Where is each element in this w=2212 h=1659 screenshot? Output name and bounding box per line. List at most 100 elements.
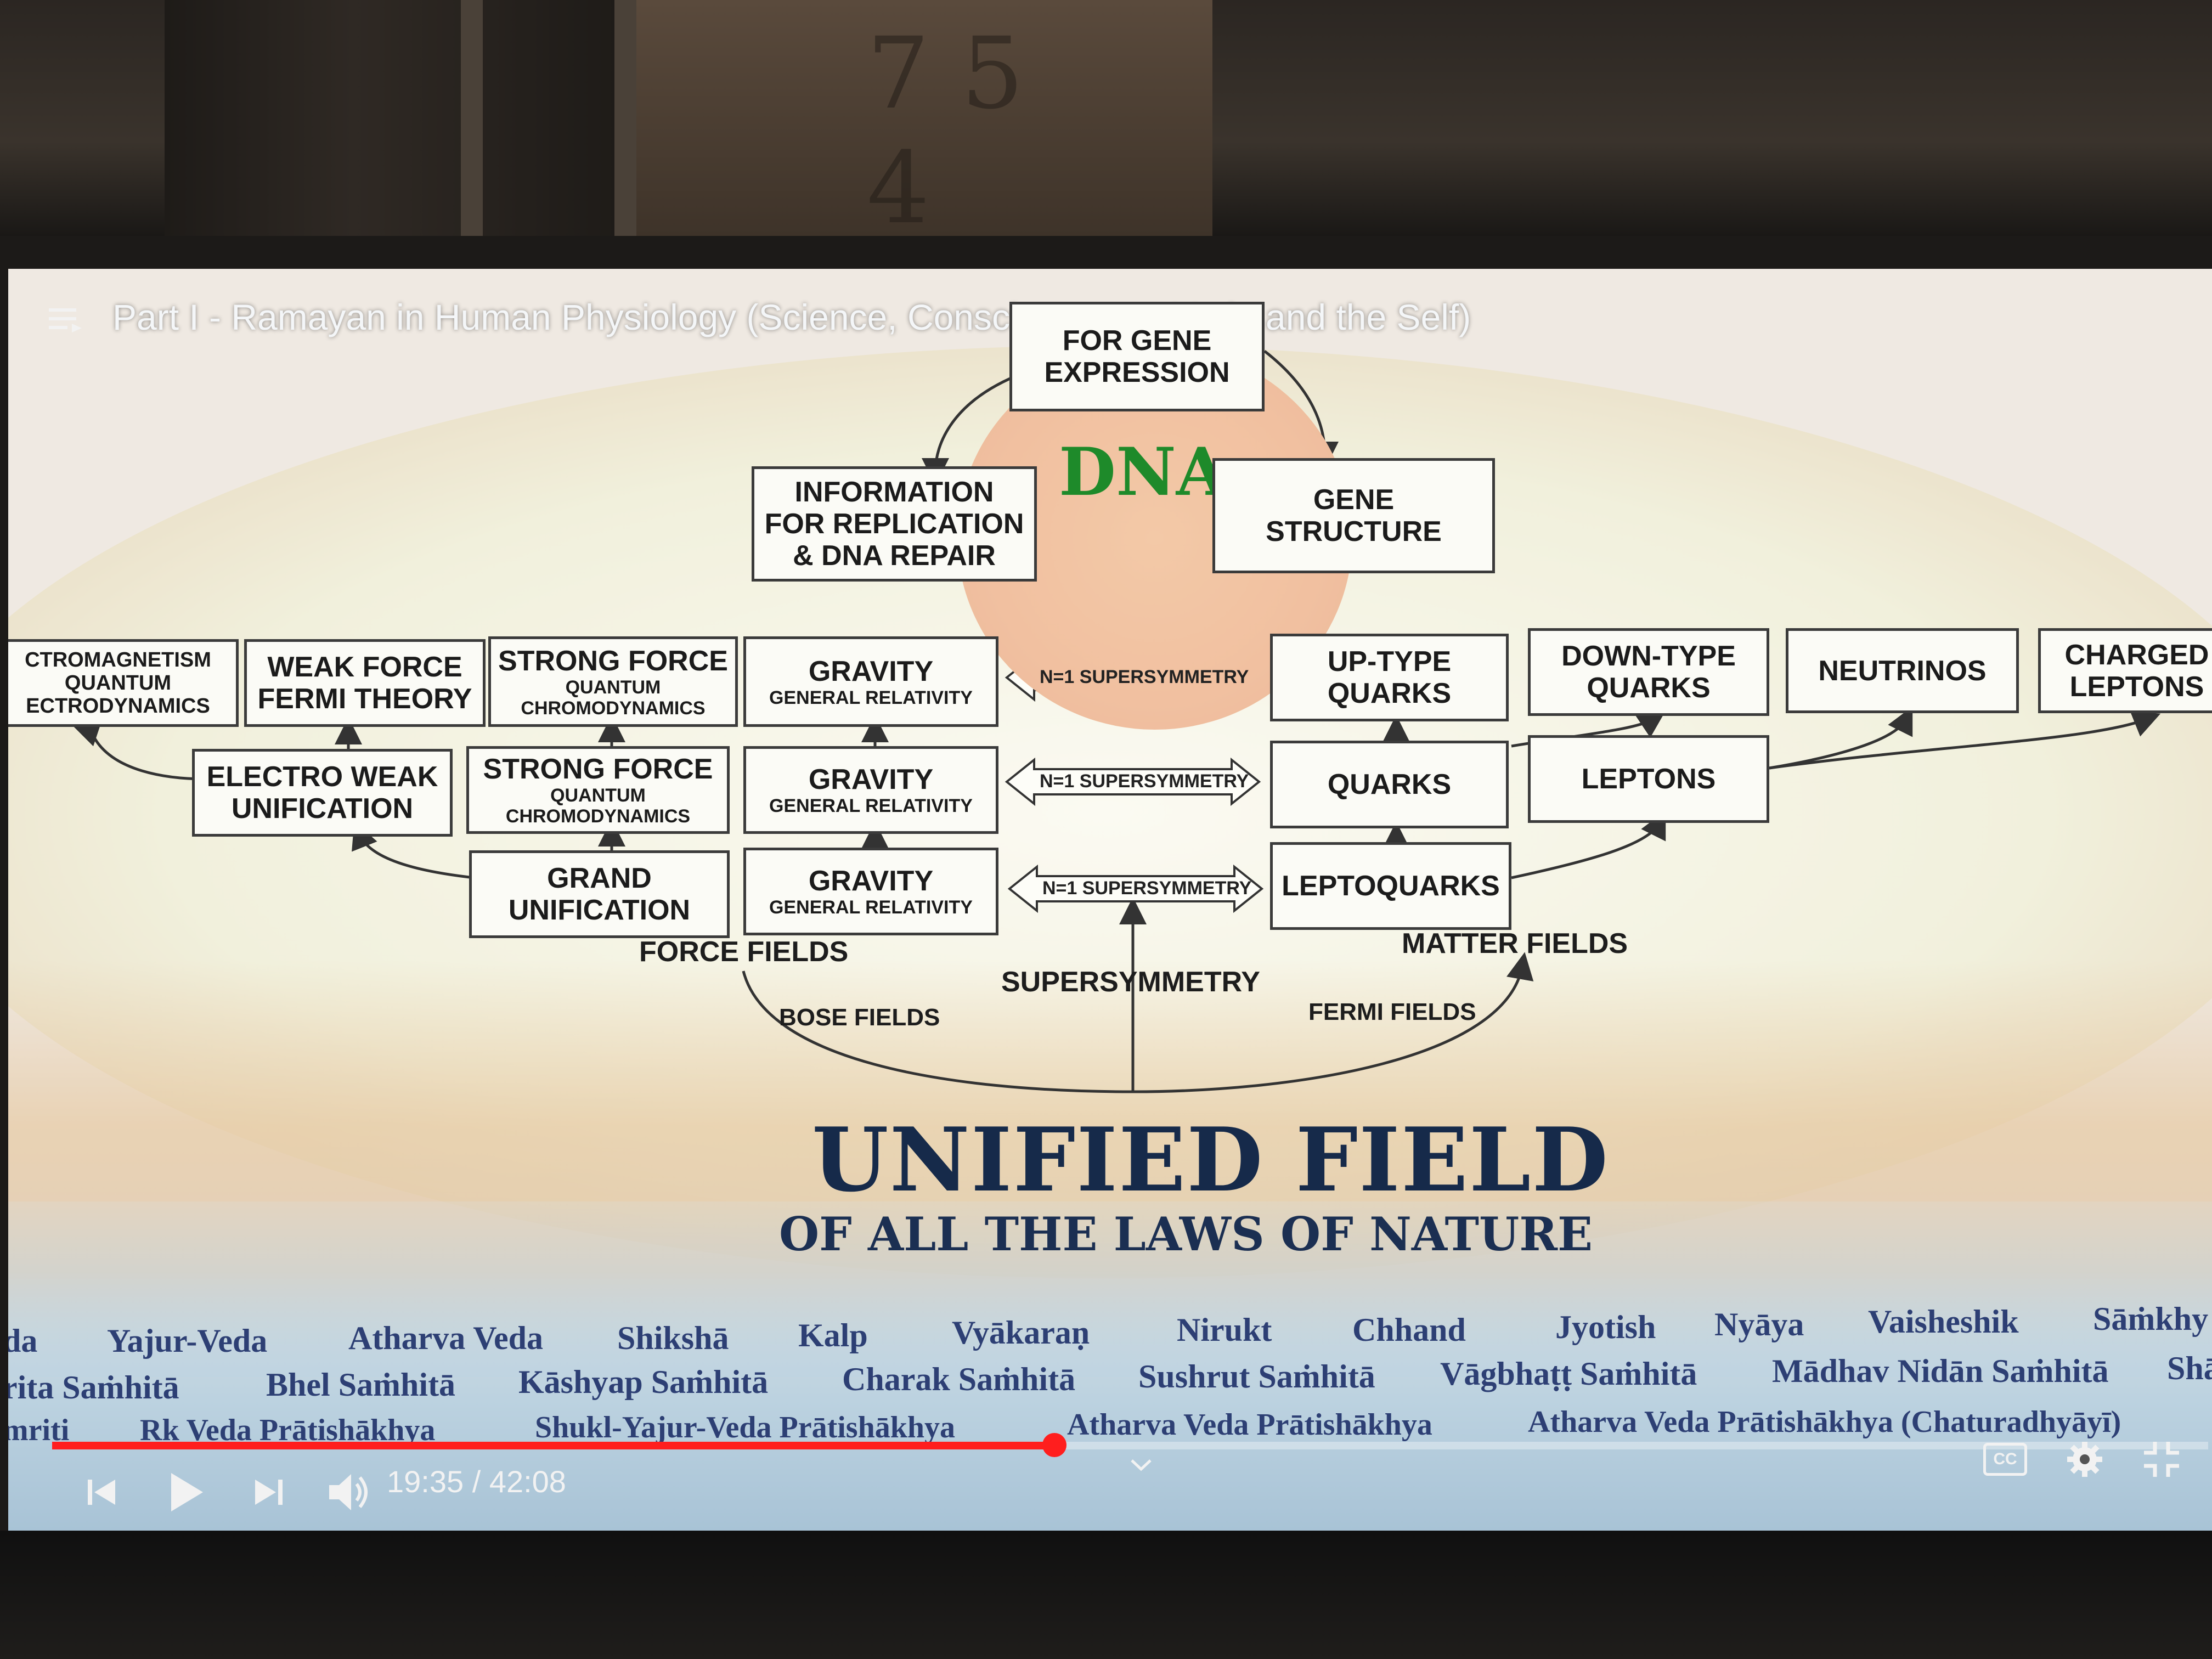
gear-icon[interactable] — [2063, 1437, 2107, 1481]
veda-item: Shikshā — [617, 1320, 729, 1356]
veda-item: Chhand — [1352, 1312, 1466, 1348]
neutrinos-box: NEUTRINOS — [1786, 628, 2019, 713]
gravity-box-1: GRAVITY GENERAL RELATIVITY — [743, 636, 998, 727]
charged-leptons-box: CHARGED LEPTONS — [2038, 628, 2212, 713]
em-line1: CTROMAGNETISM — [25, 648, 211, 672]
desk-surface — [0, 1531, 2212, 1659]
em-line3: ECTRODYNAMICS — [26, 695, 210, 718]
weak-force-box: WEAK FORCE FERMI THEORY — [244, 639, 486, 727]
veda-item: Charak Saṁhitā — [842, 1361, 1076, 1397]
veda-item: da — [8, 1323, 38, 1359]
veda-item: Shukl-Yajur-Veda Prātishākhya — [535, 1410, 956, 1444]
veda-item: Kāshyap Saṁhitā — [518, 1364, 769, 1400]
uptype-line2: QUARKS — [1327, 678, 1452, 709]
leptons-box: LEPTONS — [1528, 735, 1769, 823]
unified-field-subtitle: OF ALL THE LAWS OF NATURE — [779, 1207, 1593, 1261]
neutrinos-label: NEUTRINOS — [1818, 654, 1987, 687]
strong-force-box: STRONG FORCE QUANTUM CHROMODYNAMICS — [488, 636, 738, 727]
gene-structure-line1: GENE — [1313, 484, 1395, 516]
veda-item: Yajur-Veda — [107, 1323, 268, 1359]
strong-sub2: CHROMODYNAMICS — [521, 697, 706, 719]
dna-replication-box: INFORMATION FOR REPLICATION & DNA REPAIR — [752, 466, 1037, 582]
down-type-quarks-box: DOWN-TYPE QUARKS — [1528, 628, 1769, 716]
matter-fields-label: MATTER FIELDS — [1402, 928, 1628, 960]
veda-item: Sāṁkhy — [2093, 1301, 2209, 1337]
progress-scrubber[interactable] — [1042, 1433, 1067, 1457]
grand-line1: GRAND — [547, 862, 652, 894]
leptoquarks-label: LEPTOQUARKS — [1282, 870, 1500, 902]
progress-bar[interactable] — [52, 1433, 2208, 1457]
shelf-post — [461, 0, 483, 236]
veda-item: Rk Veda Prātishākhya — [140, 1413, 436, 1447]
uptype-line1: UP-TYPE — [1327, 646, 1452, 678]
gravity-sub-3: GENERAL RELATIVITY — [769, 897, 973, 918]
supersymmetry-arrow-label-2: N=1 SUPERSYMMETRY — [1040, 771, 1249, 792]
skip-previous-icon[interactable] — [82, 1473, 121, 1511]
weak-line1: WEAK FORCE — [267, 651, 462, 683]
electromagnetism-box: CTROMAGNETISM QUANTUM ECTRODYNAMICS — [8, 639, 239, 727]
gravity-title: GRAVITY — [808, 655, 934, 687]
veda-item: Jyotish — [1555, 1309, 1656, 1345]
gene-expression-box: FOR GENE EXPRESSION — [1009, 302, 1265, 411]
leptoquarks-box: LEPTOQUARKS — [1270, 842, 1511, 930]
video-player[interactable]: Part I - Ramayan in Human Physiology (Sc… — [8, 269, 2212, 1531]
gene-structure-box: GENE STRUCTURE — [1212, 458, 1495, 573]
clock-decoration: 7 5 4 — [867, 16, 1024, 246]
info-line2: FOR REPLICATION — [764, 508, 1024, 540]
bookshelf — [165, 0, 636, 236]
unified-field-title: UNIFIED FIELD — [812, 1108, 1610, 1211]
gravity-title-2: GRAVITY — [808, 764, 934, 795]
weak-line2: FERMI THEORY — [257, 683, 472, 715]
veda-item: Vāgbhaṭṭ Saṁhitā — [1440, 1356, 1697, 1392]
veda-item: Vyākaraṇ — [952, 1314, 1090, 1351]
fermi-fields-label: FERMI FIELDS — [1308, 998, 1476, 1025]
play-icon[interactable] — [165, 1468, 208, 1517]
leptons-label: LEPTONS — [1581, 763, 1716, 795]
gene-expression-line2: EXPRESSION — [1044, 357, 1230, 388]
closed-captions-icon[interactable]: CC — [1983, 1443, 2027, 1476]
veda-item: Bhel Saṁhitā — [266, 1367, 456, 1403]
background-sky — [8, 1201, 2212, 1531]
info-line1: INFORMATION — [794, 476, 994, 508]
exit-fullscreen-icon[interactable] — [2140, 1437, 2183, 1481]
supersymmetry-arrow-label-3: N=1 SUPERSYMMETRY — [1042, 878, 1252, 899]
supersymmetry-label: SUPERSYMMETRY — [1001, 966, 1260, 998]
video-title[interactable]: Part I - Ramayan in Human Physiology (Sc… — [112, 297, 1471, 337]
time-display: 19:35 / 42:08 — [387, 1464, 566, 1499]
info-line3: & DNA REPAIR — [793, 540, 996, 572]
veda-item: Sushrut Saṁhitā — [1138, 1358, 1375, 1395]
volume-icon[interactable] — [324, 1468, 373, 1517]
veda-item: Vaisheshik — [1868, 1304, 2019, 1340]
electroweak-unification-box: ELECTRO WEAK UNIFICATION — [192, 749, 453, 837]
cc-label: CC — [1993, 1450, 2017, 1468]
veda-item: Nirukt — [1177, 1312, 1272, 1348]
downtype-line2: QUARKS — [1587, 672, 1711, 704]
strong-sub1-2: QUANTUM — [550, 785, 646, 806]
gravity-box-2: GRAVITY GENERAL RELATIVITY — [743, 746, 998, 834]
playlist-icon[interactable] — [47, 302, 91, 340]
force-fields-label: FORCE FIELDS — [639, 936, 849, 968]
quarks-box: QUARKS — [1270, 741, 1509, 828]
veda-item: Kalp — [798, 1317, 868, 1353]
gravity-sub: GENERAL RELATIVITY — [769, 687, 973, 708]
strong-sub1: QUANTUM — [565, 676, 661, 698]
grand-unification-box: GRAND UNIFICATION — [469, 850, 730, 938]
strong-force-box-2: STRONG FORCE QUANTUM CHROMODYNAMICS — [466, 746, 730, 834]
gravity-box-3: GRAVITY GENERAL RELATIVITY — [743, 848, 998, 935]
shelf-post — [614, 0, 636, 236]
chevron-down-icon[interactable] — [1127, 1454, 1155, 1476]
veda-item: rita Saṁhitā — [8, 1369, 179, 1406]
quarks-label: QUARKS — [1327, 769, 1452, 800]
strong-title: STRONG FORCE — [498, 645, 728, 677]
up-type-quarks-box: UP-TYPE QUARKS — [1270, 634, 1509, 721]
gravity-title-3: GRAVITY — [808, 865, 934, 897]
dna-title: DNA — [1059, 433, 1227, 511]
electroweak-line1: ELECTRO WEAK — [206, 761, 438, 793]
veda-item: Mādhav Nidān Saṁhitā — [1772, 1353, 2109, 1389]
gravity-sub-2: GENERAL RELATIVITY — [769, 795, 973, 816]
strong-title-2: STRONG FORCE — [483, 753, 713, 785]
skip-next-icon[interactable] — [250, 1473, 288, 1511]
gene-expression-line1: FOR GENE — [1062, 325, 1212, 357]
veda-item: Shā — [2167, 1350, 2212, 1386]
electroweak-line2: UNIFICATION — [231, 793, 414, 825]
